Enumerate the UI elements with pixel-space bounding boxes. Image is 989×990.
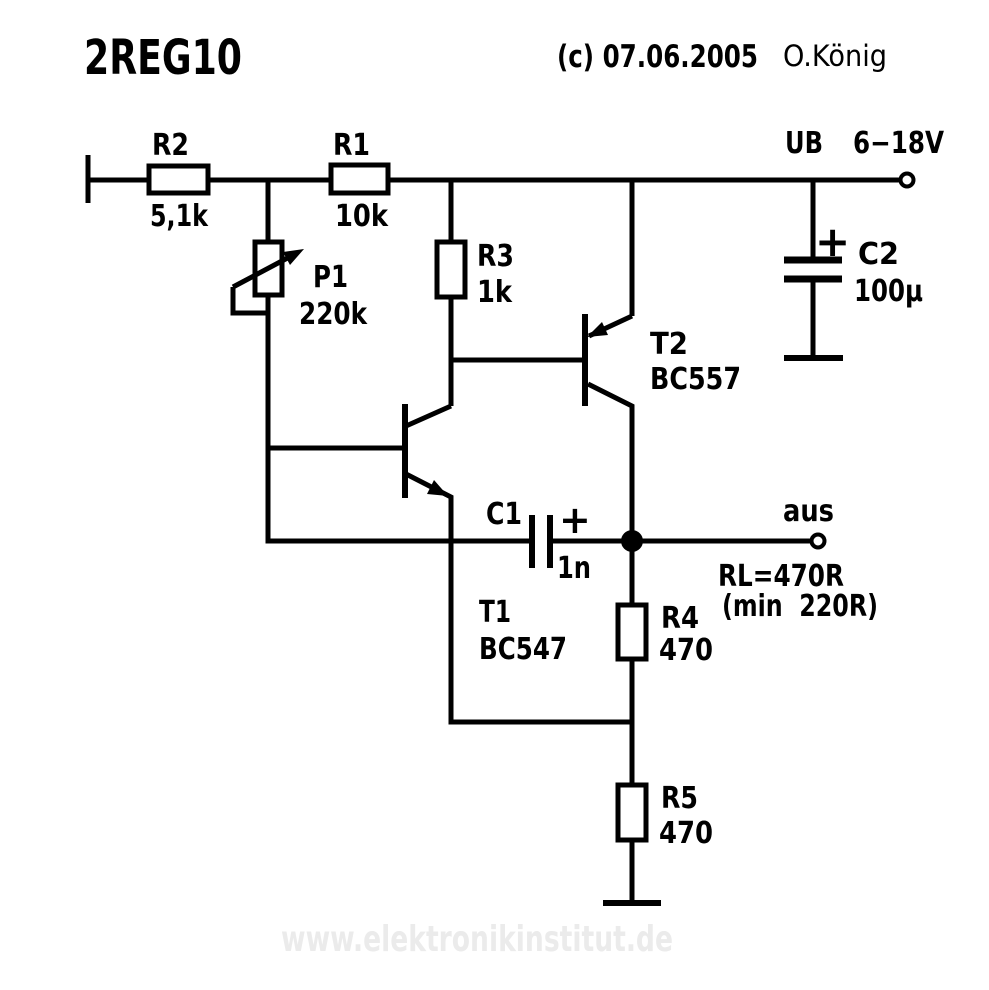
wires [85, 155, 901, 906]
t1-value-label: BC547 [479, 632, 567, 667]
r5-value-label: 470 [659, 816, 713, 851]
r2-ref-label: R2 [152, 128, 189, 163]
resistor-r5-body [615, 782, 649, 843]
t1-collector-diagonal [404, 403, 453, 429]
watermark: www.elektronikinstitut.de [281, 919, 673, 960]
supply-name-label: UB [785, 126, 823, 161]
t1-ref-label: T1 [479, 595, 511, 630]
resistor-r1-body [328, 162, 391, 196]
copyright-author: O.König [783, 39, 887, 73]
r4-value-label: 470 [659, 633, 713, 668]
r1-ref-label: R1 [333, 128, 370, 163]
page-title: 2REG10 [84, 30, 242, 86]
p1-arrow-shaft [231, 251, 297, 290]
t1-npn-arrowhead-icon [427, 480, 448, 496]
wire-p1-wiper-loop [230, 287, 268, 316]
c2-polarity-plus: + [815, 217, 850, 266]
resistor-r2-body [146, 163, 211, 196]
wire-p1-branch [265, 180, 532, 544]
r3-value-label: 1k [477, 275, 513, 310]
ub-terminal-icon [898, 171, 916, 189]
r1-value-label: 10k [335, 199, 389, 234]
p1-arrowhead-icon [283, 249, 304, 265]
load-label: RL=470R [718, 559, 844, 594]
t2-pnp-arrowhead-icon [587, 322, 608, 337]
labels: 2REG10 (c) 07.06.2005 O.König R2 5,1k R1… [84, 30, 945, 960]
r5-ref-label: R5 [661, 781, 698, 816]
p1-ref-label: P1 [313, 260, 348, 295]
r3-ref-label: R3 [477, 239, 514, 274]
c1-polarity-plus: + [559, 498, 591, 542]
aus-terminal-icon [809, 532, 827, 550]
t2-value-label: BC557 [650, 362, 741, 397]
resistor-r3-body [434, 239, 468, 300]
t1-emitter-wire [404, 471, 632, 725]
copyright-date: (c) 07.06.2005 [557, 39, 758, 75]
resistor-r4-body [615, 602, 649, 662]
t2-collector-chain [586, 381, 635, 903]
load-min-label: (min 220R) [722, 589, 878, 624]
terminals [621, 171, 916, 552]
r4-ref-label: R4 [661, 601, 699, 636]
output-name-label: aus [783, 494, 834, 529]
r2-value-label: 5,1k [150, 199, 209, 234]
t2-ref-label: T2 [650, 327, 688, 362]
supply-range-label: 6−18V [853, 126, 945, 161]
p1-value-label: 220k [299, 297, 368, 332]
c2-value-label: 100µ [854, 274, 923, 309]
c1-value-label: 1n [557, 551, 591, 586]
c2-ref-label: C2 [858, 237, 899, 272]
component-bodies [146, 162, 649, 843]
c1-ref-label: C1 [486, 497, 522, 532]
junction-dot [621, 530, 643, 552]
